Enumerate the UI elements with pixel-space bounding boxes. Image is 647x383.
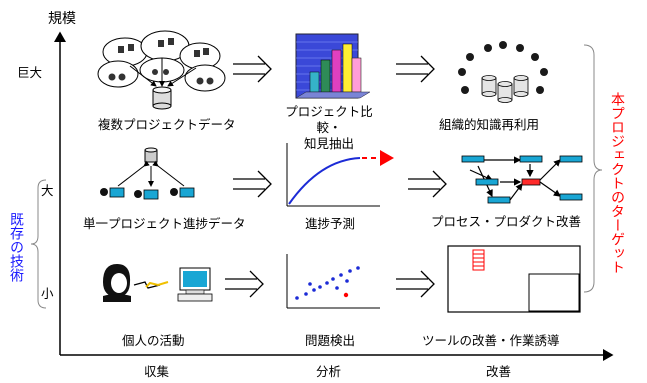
caption-personal-activity: 個人の活動 <box>122 333 185 348</box>
x-stage-collect: 収集 <box>144 364 170 379</box>
caption-project-comparison: プロジェクト比較・ 知見抽出 <box>285 104 373 151</box>
y-level-top: 巨大 <box>17 65 43 80</box>
org-knowledge-icon <box>458 41 548 103</box>
double-arrow-r3-a <box>225 270 264 298</box>
left-brace <box>30 179 47 309</box>
double-arrow-r2-b <box>408 170 447 198</box>
double-arrow-r1-a <box>233 55 272 83</box>
caption-progress-prediction: 進捗予測 <box>305 216 356 231</box>
multi-project-cloud-icon <box>97 30 226 110</box>
x-stage-improve: 改善 <box>486 364 512 379</box>
caption-problem-detection: 問題検出 <box>305 333 356 348</box>
caption-tool-improvement: ツールの改善・作業誘導 <box>422 333 560 348</box>
right-brace <box>583 44 603 293</box>
double-arrow-r2-a <box>233 170 272 198</box>
y-level-large: 大 <box>41 183 54 198</box>
double-arrow-r3-b <box>396 270 435 298</box>
y-level-small: 小 <box>41 286 54 301</box>
y-axis-title: 規模 <box>48 11 76 27</box>
caption-single-project-data: 単一プロジェクト進捗データ <box>83 216 246 231</box>
single-project-network-icon <box>100 147 195 200</box>
existing-tech-label: 既存の技術 <box>8 212 24 282</box>
caption-process-product-improvement: プロセス・プロダクト改善 <box>431 214 582 229</box>
progress-prediction-graph-icon <box>286 143 394 207</box>
person-at-computer-icon <box>103 264 213 302</box>
comparison-bar-chart-icon <box>295 33 371 99</box>
double-arrow-r1-b <box>396 55 435 83</box>
problem-scatter-plot-icon <box>286 254 380 309</box>
caption-org-knowledge-reuse: 組織的知識再利用 <box>439 117 540 132</box>
tool-window-icon <box>447 245 581 313</box>
project-target-label: 本プロジェクトのターゲット <box>609 92 625 274</box>
process-flow-network-icon <box>461 155 583 204</box>
caption-multi-project-data: 複数プロジェクトデータ <box>98 117 236 132</box>
x-stage-analyze: 分析 <box>316 364 342 379</box>
